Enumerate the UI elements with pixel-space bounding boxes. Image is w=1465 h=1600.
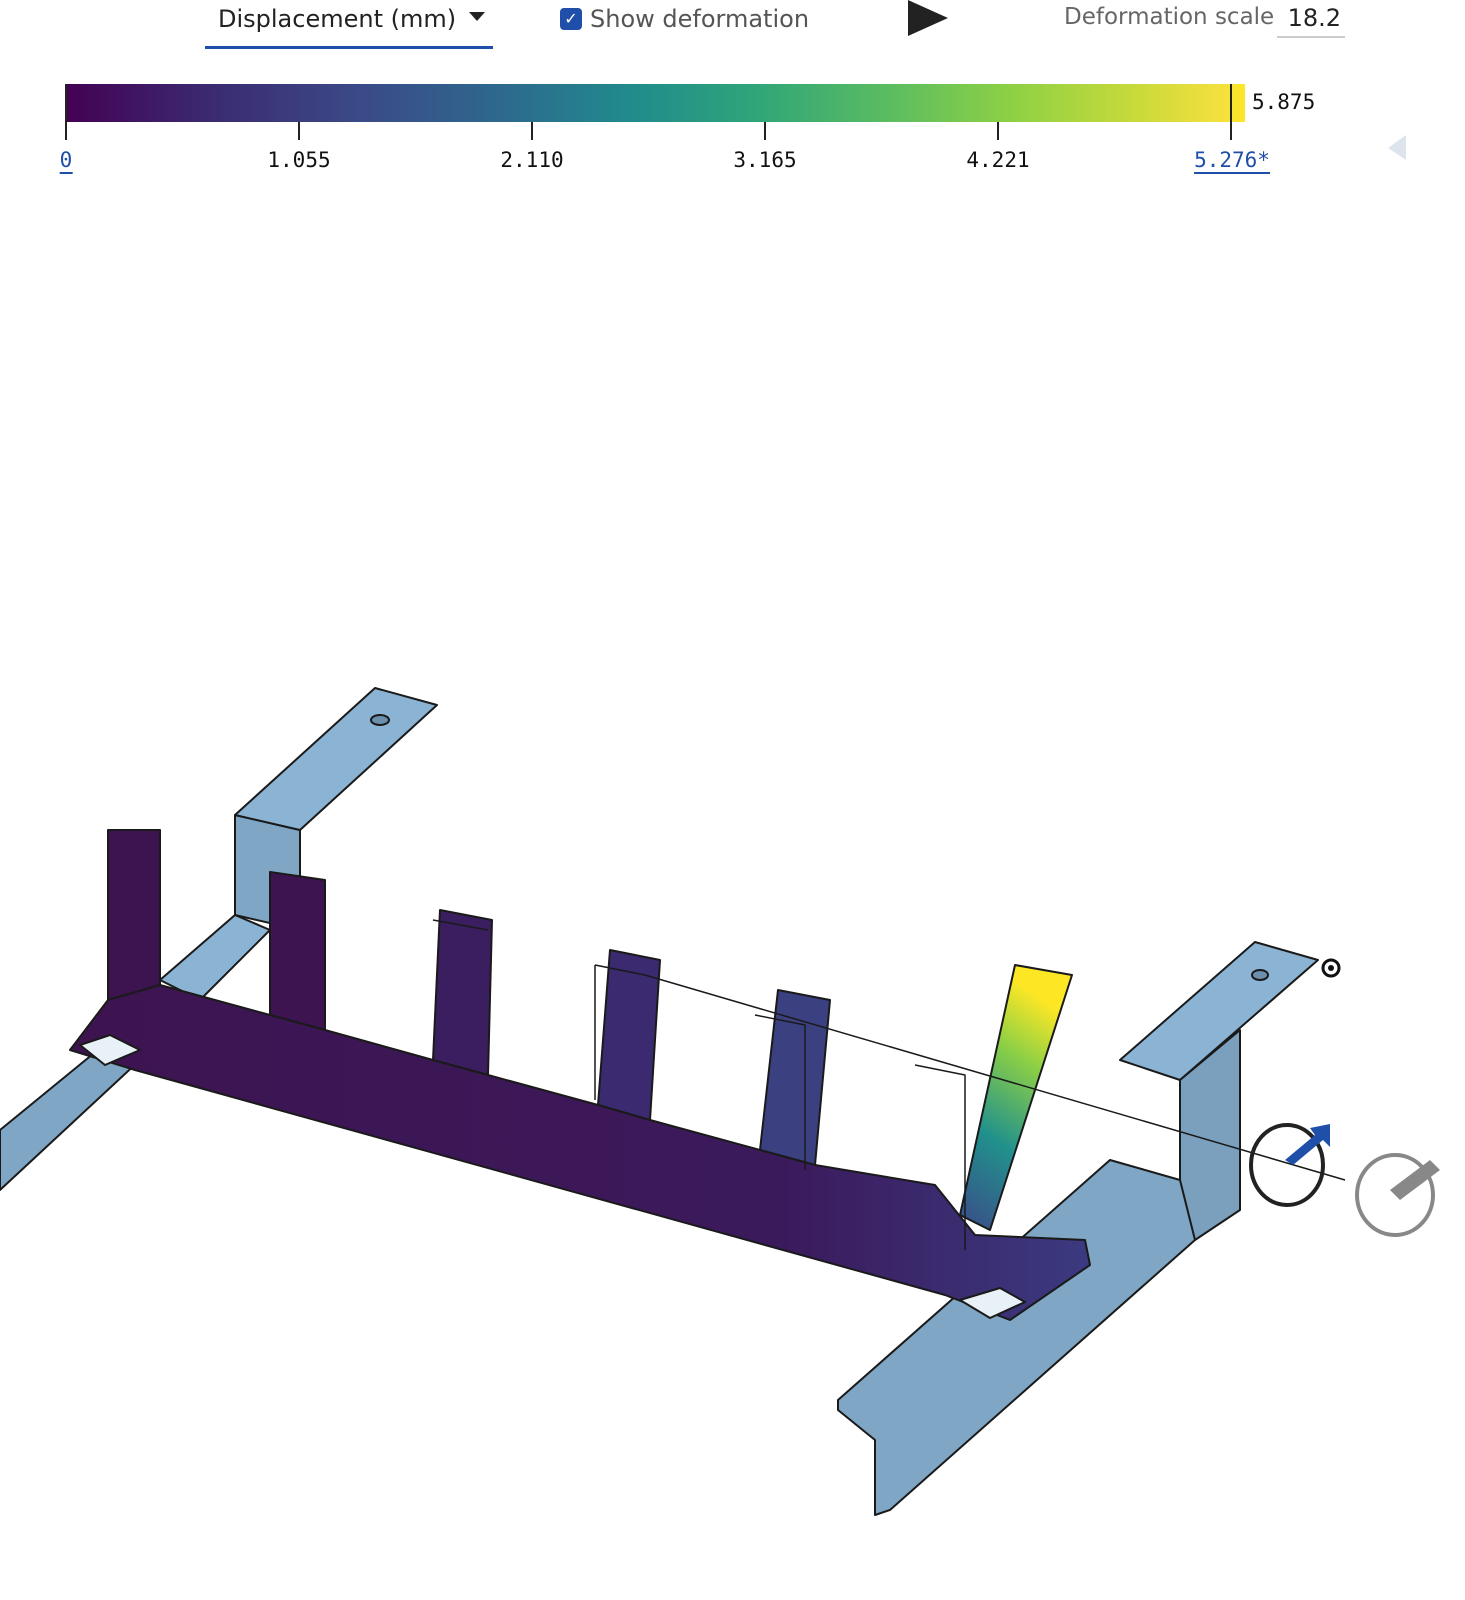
finger xyxy=(269,871,326,1031)
panel-collapse-icon xyxy=(1388,135,1406,160)
legend-tick-label: 1.055 xyxy=(267,148,331,172)
tick-mark xyxy=(298,122,300,140)
deformation-scale-input[interactable]: 18.2 xyxy=(1277,4,1345,38)
deformation-scale-label: Deformation scale xyxy=(1064,4,1275,30)
results-toolbar: Displacement (mm) ✓ Show deformation Def… xyxy=(0,0,1465,60)
fixture-pad xyxy=(959,1287,1026,1319)
right-bracket-rail xyxy=(837,1159,1196,1516)
left-bracket-floor xyxy=(159,914,271,1001)
tick-mark xyxy=(65,84,67,140)
show-deformation-checkbox[interactable]: ✓ Show deformation xyxy=(560,5,809,33)
legend-min-link[interactable]: 0 xyxy=(59,148,73,174)
finger xyxy=(107,829,161,1001)
tick-mark xyxy=(997,122,999,140)
legend-tick-label: 4.221 xyxy=(966,148,1030,172)
show-deformation-label: Show deformation xyxy=(590,5,810,33)
legend-overall-max: 5.875 xyxy=(1252,90,1316,114)
legend-tick-label: 3.165 xyxy=(733,148,797,172)
chevron-down-icon xyxy=(469,12,485,21)
finger xyxy=(959,964,1073,1231)
range-max-marker[interactable] xyxy=(1230,84,1232,140)
finger xyxy=(759,989,831,1166)
checkmark-icon: ✓ xyxy=(560,8,582,30)
deformed-plate xyxy=(69,984,1091,1321)
finger xyxy=(432,909,493,1076)
tick-mark xyxy=(531,122,533,140)
play-animation-button[interactable] xyxy=(908,0,948,36)
color-scale-bar xyxy=(67,84,1245,122)
finger xyxy=(597,949,661,1121)
rotate-manipulator-icon xyxy=(1249,1123,1330,1207)
tick-mark xyxy=(764,122,766,140)
left-bracket-top xyxy=(234,687,438,831)
result-type-label: Displacement (mm) xyxy=(218,5,457,33)
result-type-dropdown[interactable]: Displacement (mm) xyxy=(205,0,493,49)
fixture-pad xyxy=(79,1034,141,1066)
pivot-icon xyxy=(1321,958,1341,978)
secondary-manipulator-icon xyxy=(1355,1153,1440,1237)
legend-max-link[interactable]: 5.276* xyxy=(1194,148,1270,174)
undeformed-outline xyxy=(432,919,1346,1250)
legend-tick-label: 2.110 xyxy=(500,148,564,172)
